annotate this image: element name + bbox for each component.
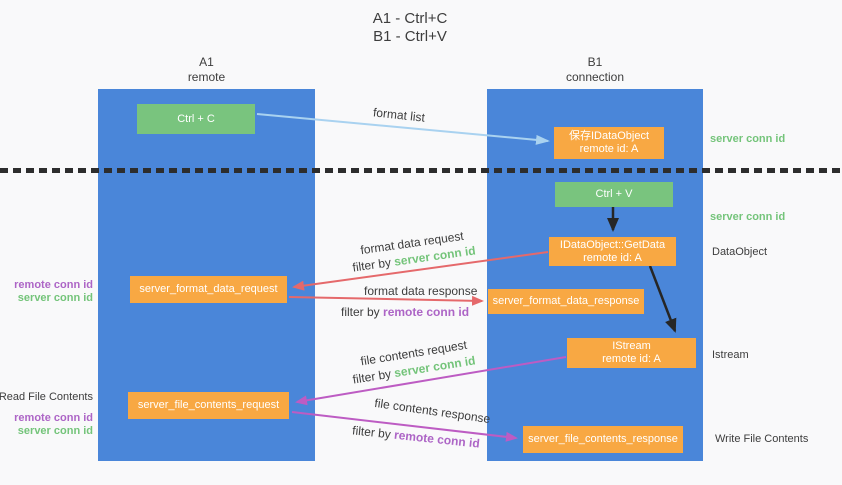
diagram-title: A1 - Ctrl+C B1 - Ctrl+V bbox=[330, 10, 490, 46]
left-column-id: A1 bbox=[199, 55, 214, 69]
getdata-box: IDataObject::GetData remote id: A bbox=[549, 237, 676, 266]
left-server-conn-id-1: server conn id bbox=[17, 292, 93, 304]
istream-line1: IStream bbox=[612, 340, 651, 352]
server-format-data-response-box: server_format_data_response bbox=[488, 289, 644, 314]
format-data-response-filter-label: filter by remote conn id bbox=[341, 305, 469, 319]
right-column-header: B1 connection bbox=[487, 55, 703, 85]
remote-conn-id-text: remote conn id bbox=[393, 427, 481, 451]
server-format-data-response-label: server_format_data_response bbox=[492, 295, 640, 307]
left-server-conn-id-2: server conn id bbox=[17, 425, 93, 437]
right-column-subtitle: connection bbox=[565, 70, 625, 84]
remote-conn-id-text: remote conn id bbox=[383, 305, 470, 319]
dataobject-label: DataObject bbox=[712, 246, 768, 258]
left-column-subtitle: remote bbox=[187, 70, 226, 84]
left-column-header: A1 remote bbox=[98, 55, 315, 85]
left-remote-conn-id-2: remote conn id bbox=[14, 412, 93, 424]
machine-boundary-dashed-line bbox=[0, 168, 842, 173]
istream-box: IStream remote id: A bbox=[567, 338, 696, 368]
ctrl-c-label: Ctrl + C bbox=[177, 112, 215, 125]
server-format-data-request-box: server_format_data_request bbox=[130, 276, 287, 303]
server-file-contents-response-box: server_file_contents_response bbox=[523, 426, 683, 453]
format-data-response-label: format data response bbox=[364, 284, 478, 298]
title-line-1: A1 - Ctrl+C bbox=[372, 10, 448, 27]
ctrl-c-box: Ctrl + C bbox=[137, 104, 255, 134]
save-dataobject-line2: remote id: A bbox=[579, 143, 639, 155]
server-file-contents-request-box: server_file_contents_request bbox=[128, 392, 289, 419]
server-file-contents-request-label: server_file_contents_request bbox=[137, 399, 280, 411]
filter-by-text: filter by bbox=[351, 255, 392, 275]
right-server-conn-id-mid: server conn id bbox=[710, 211, 786, 223]
file-contents-response-filter-label: filter by remote conn id bbox=[352, 423, 481, 450]
istream-line2: remote id: A bbox=[602, 353, 661, 365]
format-list-label: format list bbox=[372, 105, 426, 125]
save-dataobject-line1: 保存IDataObject bbox=[568, 130, 650, 142]
write-file-contents-label: Write File Contents bbox=[715, 433, 809, 445]
filter-by-text: filter by bbox=[351, 366, 393, 387]
right-column-id: B1 bbox=[587, 55, 603, 69]
read-file-contents-label: Read File Contents bbox=[0, 391, 93, 403]
left-remote-conn-id-1: remote conn id bbox=[14, 279, 93, 291]
title-line-2: B1 - Ctrl+V bbox=[373, 28, 447, 45]
ctrl-v-box: Ctrl + V bbox=[555, 182, 673, 207]
file-contents-response-label: file contents response bbox=[373, 395, 492, 427]
istream-side-label: Istream bbox=[712, 349, 749, 361]
filter-by-text: filter by bbox=[351, 423, 392, 442]
server-format-data-request-label: server_format_data_request bbox=[139, 283, 278, 295]
filter-by-text: filter by bbox=[341, 305, 380, 319]
getdata-line1: IDataObject::GetData bbox=[559, 238, 666, 251]
ctrl-v-label: Ctrl + V bbox=[595, 188, 633, 200]
save-dataobject-box: 保存IDataObject remote id: A bbox=[554, 127, 664, 159]
right-server-conn-id-top: server conn id bbox=[710, 133, 786, 145]
getdata-line2: remote id: A bbox=[583, 251, 642, 264]
server-file-contents-response-label: server_file_contents_response bbox=[528, 433, 678, 445]
